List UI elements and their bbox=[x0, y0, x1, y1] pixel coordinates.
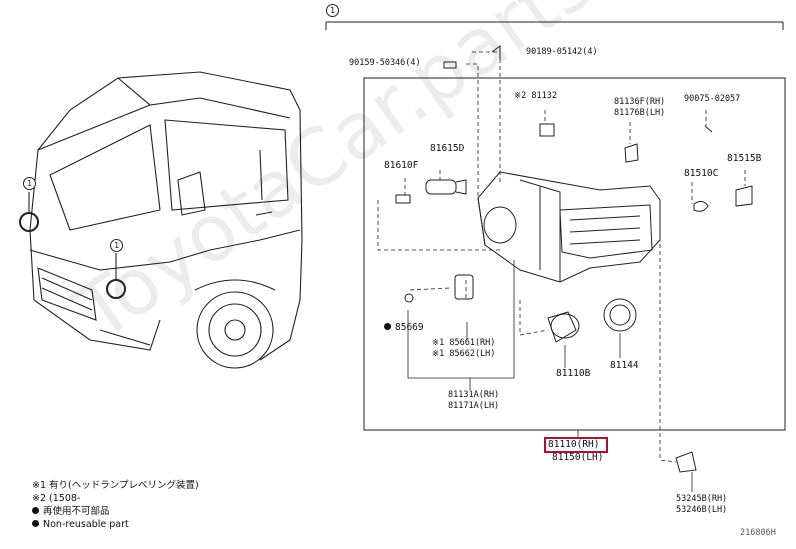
part-label-81110[interactable]: 81110(RH) bbox=[548, 439, 600, 450]
non-reusable-dot bbox=[32, 507, 39, 514]
assembly-box bbox=[363, 77, 786, 431]
selected-part-highlight bbox=[544, 437, 608, 453]
part-label-81510c[interactable]: 81510C bbox=[684, 168, 719, 179]
part-label-81110b[interactable]: 81110B bbox=[556, 368, 591, 379]
index-marker-left[interactable]: 1 bbox=[23, 177, 36, 190]
part-label-85661[interactable]: ※1 85661(RH) bbox=[432, 338, 496, 348]
index-marker-top[interactable]: 1 bbox=[326, 4, 339, 17]
note-2: ※2 (1508- bbox=[32, 493, 81, 504]
non-reusable-dot bbox=[384, 323, 391, 330]
part-label-81515b[interactable]: 81515B bbox=[727, 153, 762, 164]
part-label-90159[interactable]: 90159-50346(4) bbox=[349, 58, 421, 68]
part-label-85669[interactable]: 85669 bbox=[384, 322, 424, 333]
part-label-90075[interactable]: 90075-02057 bbox=[684, 94, 741, 104]
legend-notes: ※1 有り(ヘッドランプレベリング装置) ※2 (1508- 再使用不可部品 N… bbox=[32, 479, 199, 531]
note-3-text: 再使用不可部品 bbox=[43, 506, 110, 517]
note-4-text: Non-reusable part bbox=[43, 519, 129, 530]
part-label-81176b[interactable]: 81176B(LH) bbox=[614, 108, 666, 118]
non-reusable-dot bbox=[32, 520, 39, 527]
bulbs-and-sockets bbox=[395, 45, 753, 473]
part-number: 85669 bbox=[395, 322, 424, 333]
note-3: 再使用不可部品 bbox=[32, 505, 199, 518]
van-illustration bbox=[19, 71, 303, 369]
part-label-53246b[interactable]: 53246B(LH) bbox=[676, 505, 728, 515]
part-label-81615d[interactable]: 81615D bbox=[430, 143, 465, 154]
part-label-90189[interactable]: 90189-05142(4) bbox=[526, 47, 598, 57]
figure-code: 216806H bbox=[740, 528, 776, 538]
note-1: ※1 有り(ヘッドランプレベリング装置) bbox=[32, 480, 199, 491]
part-label-81144[interactable]: 81144 bbox=[610, 360, 639, 371]
part-label-81171a[interactable]: 81171A(LH) bbox=[448, 401, 500, 411]
part-label-81136f[interactable]: 81136F(RH) bbox=[614, 97, 666, 107]
headlamp-housing bbox=[477, 171, 661, 283]
index-marker-right[interactable]: 1 bbox=[110, 239, 123, 252]
part-label-53245b[interactable]: 53245B(RH) bbox=[676, 494, 728, 504]
part-label-85662[interactable]: ※1 85662(LH) bbox=[432, 349, 496, 359]
part-label-81131a[interactable]: 81131A(RH) bbox=[448, 390, 500, 400]
part-label-81132[interactable]: ※2 81132 bbox=[514, 91, 557, 101]
part-label-81150[interactable]: 81150(LH) bbox=[552, 452, 604, 463]
part-label-81610f[interactable]: 81610F bbox=[384, 160, 419, 171]
note-4: Non-reusable part bbox=[32, 518, 199, 531]
